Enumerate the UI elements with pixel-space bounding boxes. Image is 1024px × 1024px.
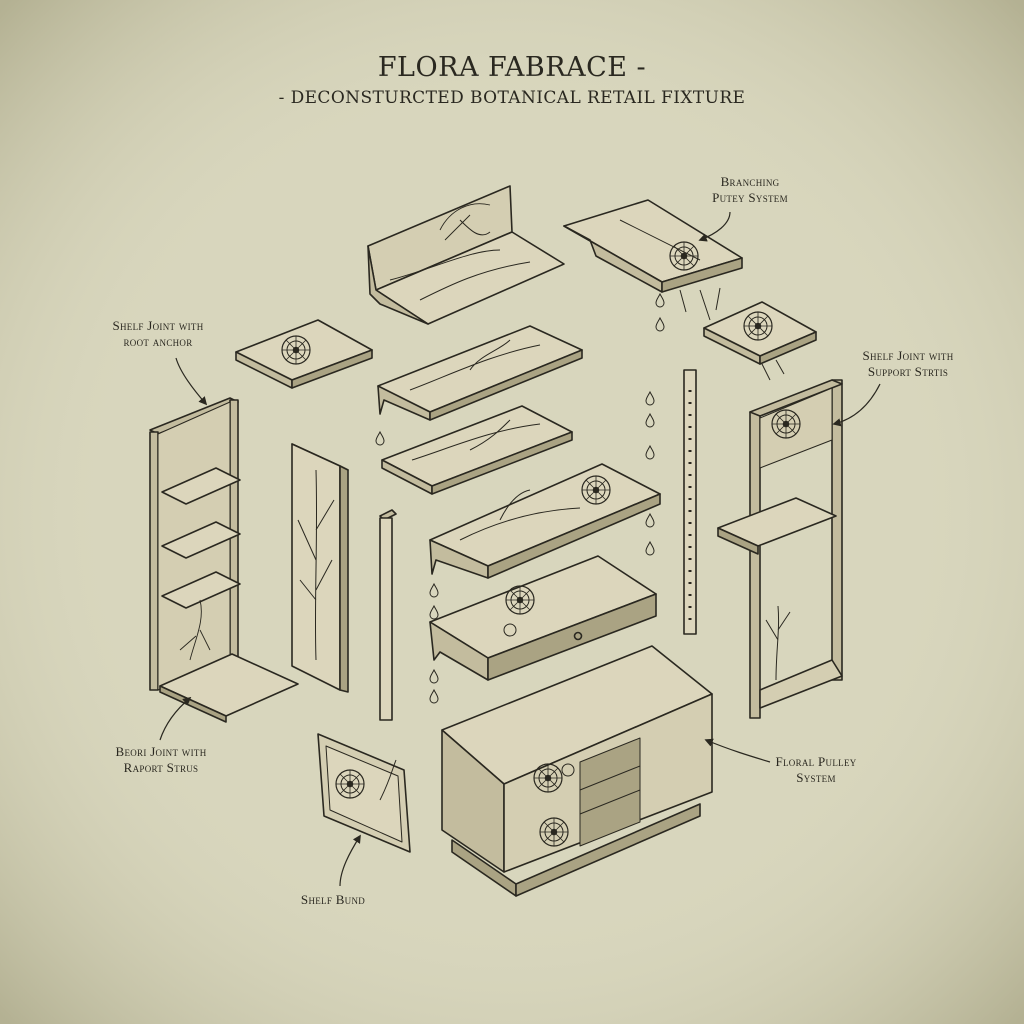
l-bracket-shelf (367, 185, 565, 325)
callout-branching: Branching Putey System (690, 174, 810, 206)
center-shelf-3 (429, 463, 661, 579)
right-bookcase (717, 379, 843, 719)
callout-beori-joint-line1: Beori Joint with (115, 744, 207, 759)
callout-shelf-joint-support-line2: Support Strtis (867, 364, 949, 379)
small-right-board (703, 301, 817, 381)
arrow-beori-joint (159, 696, 192, 741)
callout-shelf-joint-root: Shelf Joint with root anchor (88, 318, 228, 350)
callout-beori-joint: Beori Joint with Raport Strus (96, 744, 226, 776)
arrow-shelf-bund (339, 834, 361, 887)
center-shelf-2 (381, 405, 573, 495)
arrow-root-anchor (175, 357, 208, 406)
base-cabinet (441, 645, 713, 897)
callout-shelf-joint-root-line2: root anchor (123, 334, 193, 349)
callout-branching-line2: Putey System (712, 190, 788, 205)
callout-shelf-bund-line1: Shelf Bund (300, 892, 366, 907)
arrow-support-struts (832, 383, 881, 427)
framed-gear-panel (317, 733, 411, 853)
left-bookcase (149, 397, 299, 723)
diagram-title: FLORA FABRACE - (377, 52, 647, 83)
callout-shelf-joint-support-line1: Shelf Joint with (862, 348, 954, 363)
callout-beori-joint-line2: Raport Strus (123, 760, 199, 775)
callout-arrows (159, 211, 881, 887)
diagram-subtitle: - DECONSTURCTED BOTANICAL RETAIL FIXTURE (278, 88, 746, 108)
center-shelf-1 (377, 325, 583, 421)
callout-shelf-joint-root-line1: Shelf Joint with (112, 318, 204, 333)
thin-rail-right (683, 369, 697, 635)
callout-floral-pulley-line2: System (796, 770, 836, 785)
drawer-shelf (429, 555, 657, 681)
callout-branching-line1: Branching (720, 174, 780, 189)
arrow-floral-pulley (704, 738, 771, 763)
callout-floral-pulley-line1: Floral Pulley (775, 754, 857, 769)
small-left-board (235, 319, 373, 389)
tree-panel (291, 443, 349, 693)
callout-shelf-bund: Shelf Bund (278, 892, 388, 908)
thin-rail-left (379, 509, 397, 721)
top-right-board (563, 199, 743, 321)
arrow-branching (698, 211, 731, 242)
callout-floral-pulley: Floral Pulley System (756, 754, 876, 786)
callout-shelf-joint-support: Shelf Joint with Support Strtis (838, 348, 978, 380)
